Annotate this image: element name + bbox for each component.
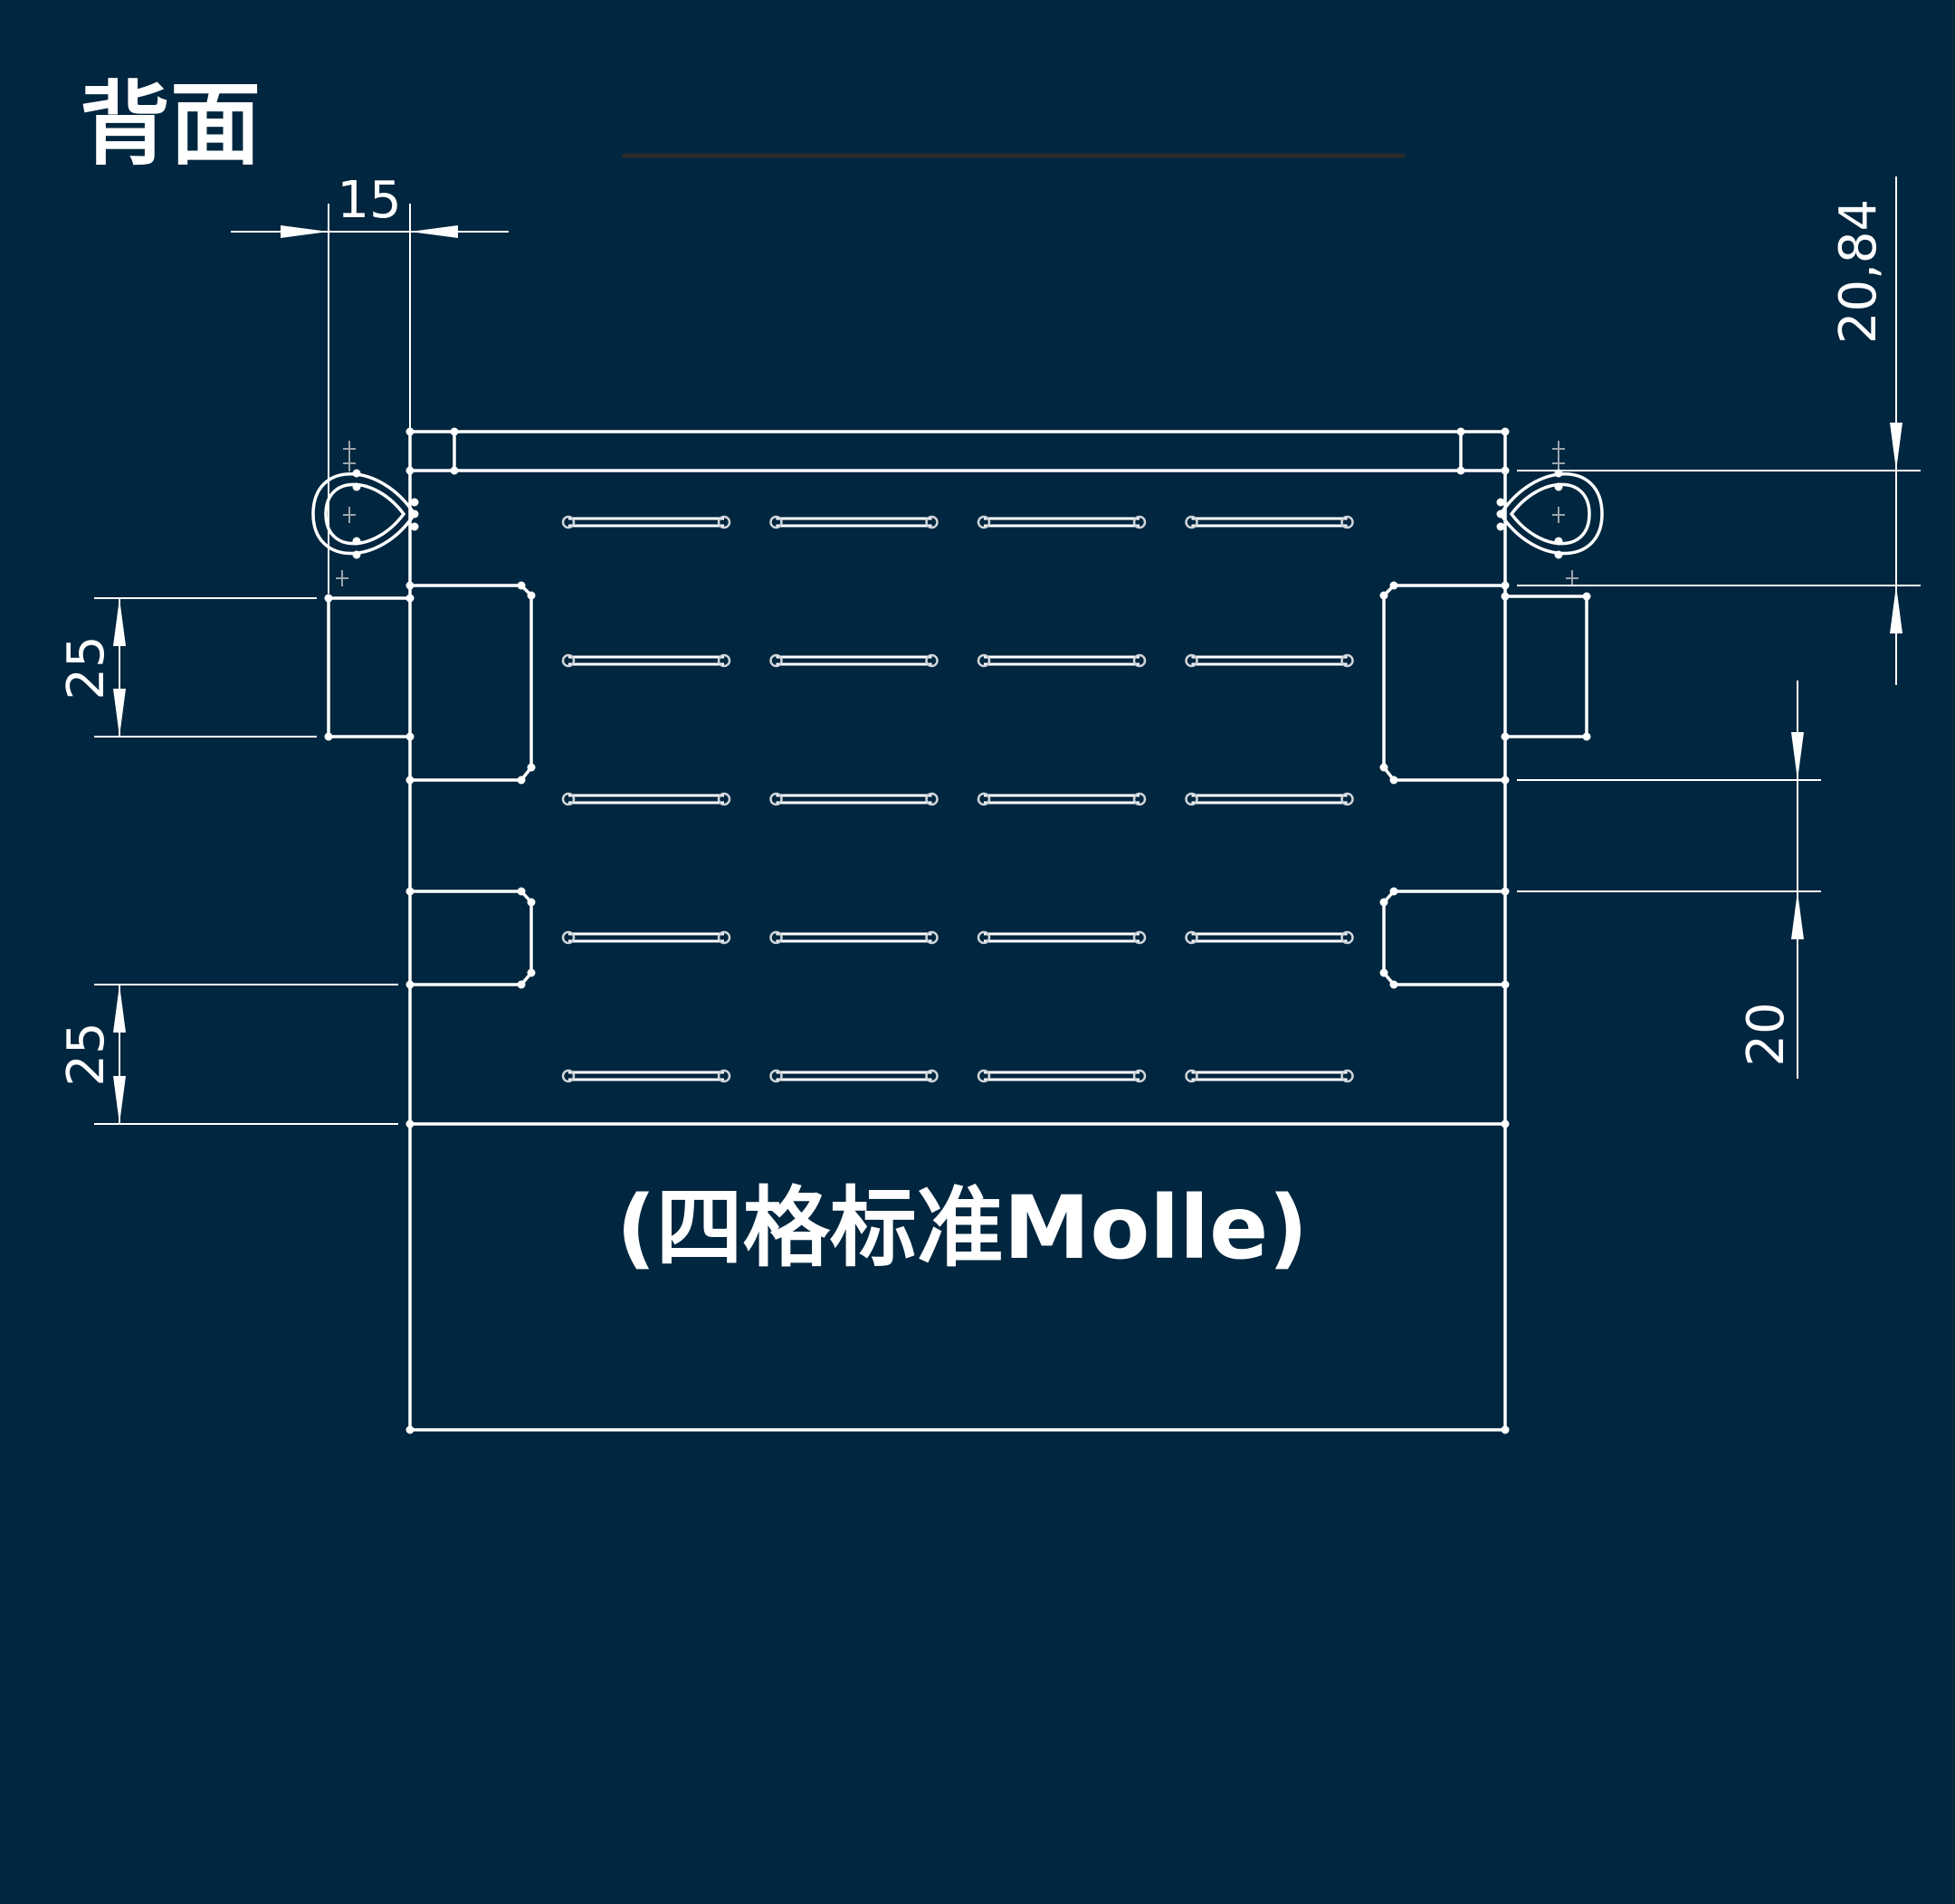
vertex-dot (1501, 980, 1510, 989)
left-side-tab (327, 596, 410, 738)
vertex-dot (1501, 732, 1510, 741)
right-loop (1498, 472, 1604, 556)
vertex-dots (324, 427, 1591, 1434)
molle-slot (977, 1069, 1147, 1083)
vertex-dot (517, 887, 526, 896)
molle-slot (561, 1069, 731, 1083)
molle-slot (1185, 930, 1354, 945)
vertex-dot (1582, 592, 1591, 601)
vertex-dot (517, 776, 526, 785)
right-side-tab (1505, 595, 1588, 738)
dim-label-20-84: 20,84 (1829, 199, 1888, 344)
right-lower-slot (1382, 890, 1505, 986)
molle-grid (561, 515, 1354, 1083)
left-upper-slot (410, 584, 533, 782)
vertex-dot (405, 594, 415, 603)
vertex-dot (450, 466, 459, 475)
vertex-dot (352, 469, 361, 478)
vertex-dot (405, 887, 415, 896)
molle-slot (1185, 515, 1354, 529)
vertex-dot (527, 968, 536, 977)
vertex-dot (1456, 466, 1465, 475)
vertex-dot (450, 427, 459, 436)
panel-outline (408, 430, 1507, 1432)
vertex-dot (405, 1425, 415, 1434)
vertex-dot (527, 591, 536, 600)
molle-slot (769, 515, 939, 529)
vertex-dot (324, 732, 333, 741)
molle-slot (769, 930, 939, 945)
construction-marks (336, 441, 1578, 586)
vertex-dot (352, 482, 361, 491)
vertex-dot (1501, 427, 1510, 436)
vertex-dot (1389, 581, 1398, 590)
vertex-dot (1554, 537, 1563, 546)
vertex-dot (1389, 776, 1398, 785)
view-title: 背面 (80, 71, 261, 177)
vertex-dot (1379, 763, 1388, 772)
dim-label-left-lower-25: 25 (57, 1022, 116, 1086)
vertex-dot (352, 550, 361, 559)
panel-caption: (四格标准Molle) (616, 1177, 1308, 1279)
vertex-dot (1501, 887, 1510, 896)
molle-slot (769, 792, 939, 806)
molle-slot (561, 930, 731, 945)
right-upper-slot (1382, 584, 1505, 782)
vertex-dot (410, 522, 419, 531)
vertex-dot (1501, 1425, 1510, 1434)
vertex-dot (405, 1119, 415, 1128)
vertex-dot (1554, 550, 1563, 559)
vertex-dot (1496, 498, 1505, 507)
vertex-dot (1456, 427, 1465, 436)
vertex-dot (517, 980, 526, 989)
vertex-dot (1379, 968, 1388, 977)
vertex-dot (1389, 887, 1398, 896)
vertex-dot (1496, 509, 1505, 519)
dim-label-right-20: 20 (1737, 1002, 1796, 1066)
molle-slot (1185, 1069, 1354, 1083)
vertex-dot (405, 776, 415, 785)
vertex-dot (517, 581, 526, 590)
vertex-dot (410, 509, 419, 519)
vertex-dot (405, 980, 415, 989)
vertex-dot (527, 763, 536, 772)
left-loop (311, 472, 417, 556)
vertex-dot (1389, 980, 1398, 989)
vertex-dot (352, 537, 361, 546)
molle-slot (977, 515, 1147, 529)
vertex-dot (1501, 776, 1510, 785)
vertex-dot (1501, 592, 1510, 601)
vertex-dot (527, 898, 536, 907)
vertex-dot (405, 732, 415, 741)
vertex-dot (1501, 581, 1510, 590)
vertex-dot (410, 498, 419, 507)
vertex-dot (1496, 522, 1505, 531)
vertex-dot (1379, 591, 1388, 600)
dim-label-left-upper-25: 25 (57, 635, 116, 700)
molle-slot (977, 930, 1147, 945)
molle-slot (977, 792, 1147, 806)
molle-slot (1185, 792, 1354, 806)
molle-slot (561, 653, 731, 668)
molle-slot (561, 792, 731, 806)
molle-slot (977, 653, 1147, 668)
left-lower-slot (410, 890, 533, 986)
molle-slot (561, 515, 731, 529)
molle-slot (769, 653, 939, 668)
molle-slot (1185, 653, 1354, 668)
vertex-dot (1379, 898, 1388, 907)
vertex-dot (405, 466, 415, 475)
vertex-dot (324, 594, 333, 603)
vertex-dot (405, 581, 415, 590)
vertex-dot (1501, 466, 1510, 475)
vertex-dot (1554, 482, 1563, 491)
molle-slot (769, 1069, 939, 1083)
dim-label-width-15: 15 (337, 171, 401, 230)
vertex-dot (1582, 732, 1591, 741)
vertex-dot (1501, 1119, 1510, 1128)
dimension-lines (94, 176, 1921, 1125)
